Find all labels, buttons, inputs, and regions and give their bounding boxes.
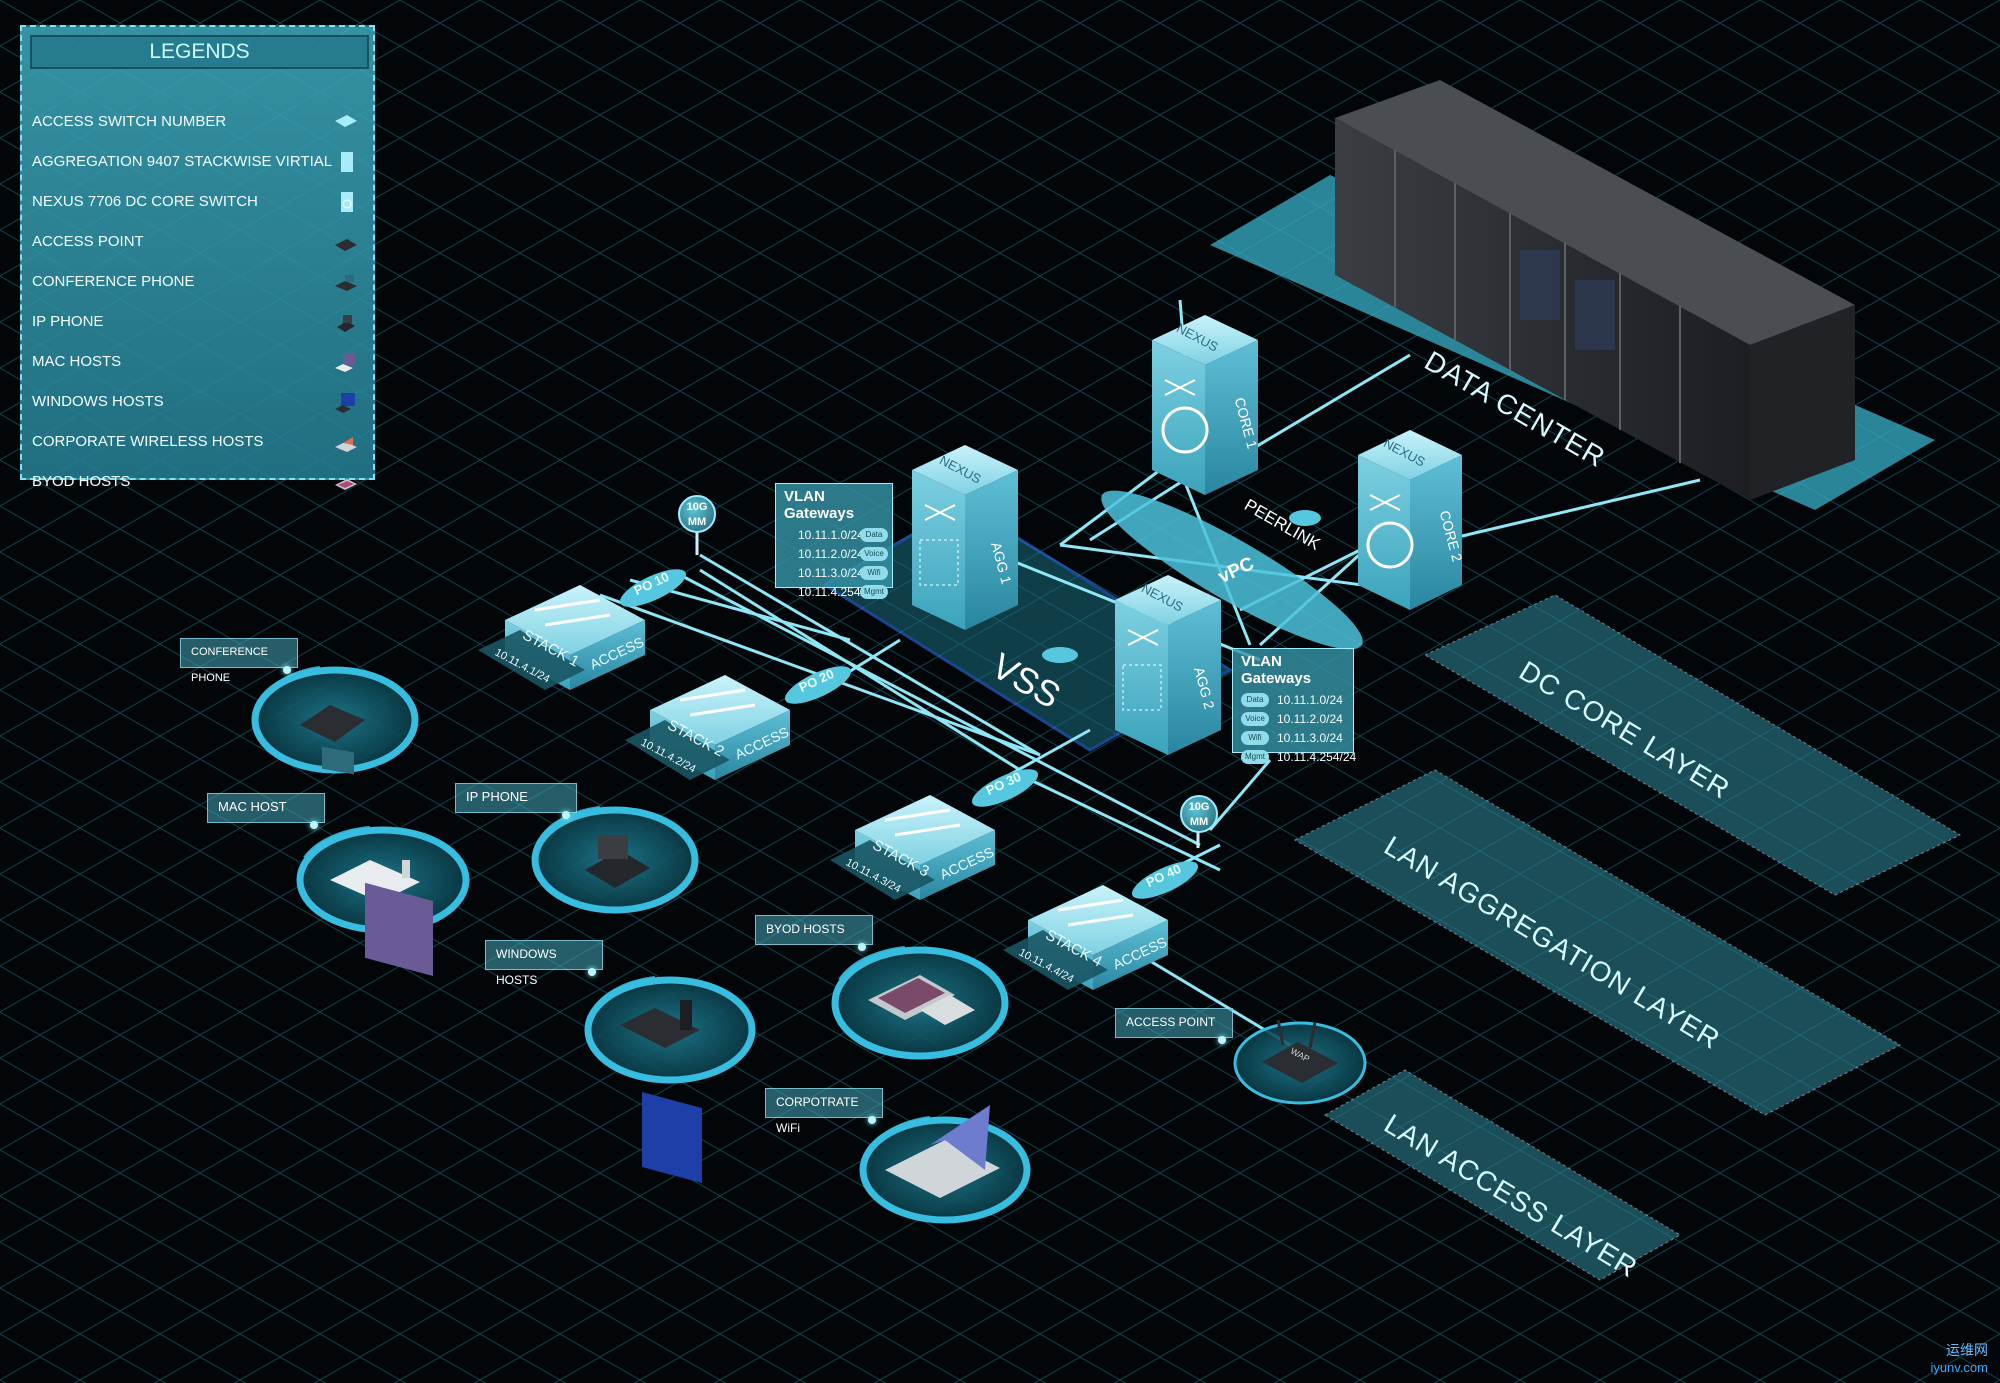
legend-row: CORPORATE WIRELESS HOSTS (30, 425, 365, 459)
legend-label: NEXUS 7706 DC CORE SWITCH (32, 193, 258, 210)
stack-4-switch[interactable] (1003, 885, 1168, 990)
agg-2-switch[interactable] (1115, 575, 1221, 755)
byod-devices (868, 975, 975, 1025)
corporate-wifi-laptop (885, 1105, 1000, 1198)
access-point-tag: ACCESS POINT (1115, 1008, 1233, 1044)
legend-label: MAC HOSTS (32, 353, 122, 370)
legend-row: WINDOWS HOSTS (30, 385, 365, 419)
core-1-switch[interactable] (1152, 315, 1258, 495)
ip-phone-tag: IP PHONE (455, 783, 577, 819)
lan-aggregation-layer-plate (1293, 769, 1902, 1116)
agg-1-switch[interactable] (912, 445, 1018, 630)
core-switch-icon (341, 192, 353, 212)
vlan-title: VLAN Gateways (1241, 653, 1312, 687)
stack-3-switch[interactable] (830, 795, 995, 900)
conference-phone-device (300, 705, 365, 775)
windows-host-device (620, 1000, 702, 1184)
mac-host-device (330, 860, 433, 977)
legend-row: MAC HOSTS (30, 345, 365, 379)
access-point-icon (335, 239, 357, 251)
server-rack-row (1335, 80, 1855, 500)
mac-host-tag: MAC HOST (207, 793, 325, 829)
legend-label: ACCESS POINT (32, 233, 144, 250)
aggregation-switch-icon (341, 152, 353, 172)
vlan-title: VLAN Gateways (784, 488, 855, 522)
ip-phone-icon (337, 315, 355, 332)
dc-core-layer-plate (1423, 594, 1962, 896)
legend-label: WINDOWS HOSTS (32, 393, 164, 410)
stack-2-switch[interactable] (625, 675, 790, 780)
wap-device[interactable] (1262, 1019, 1338, 1083)
windows-host-icon (335, 393, 355, 413)
laptop-icon (335, 437, 357, 452)
legend-row: IP PHONE (30, 305, 365, 339)
legend-row: ACCESS POINT (30, 225, 365, 259)
conference-phone-icon (335, 275, 357, 291)
legend-row: ACCESS SWITCH NUMBER (30, 105, 365, 139)
legend-label: AGGREGATION 9407 STACKWISE VIRTIAL (32, 153, 333, 170)
corporate-wifi-tag: CORPOTRATE WiFi (765, 1088, 883, 1135)
legend-panel: LEGENDS ACCESS SWITCH NUMBER AGGREGATION… (20, 25, 375, 490)
vpc-ellipse (1101, 490, 1363, 650)
ip-phone-device (585, 835, 650, 888)
legend-title: LEGENDS (30, 35, 369, 69)
tablet-icon (335, 479, 357, 490)
byod-hosts-tag: BYOD HOSTS (755, 915, 873, 951)
legend-label: ACCESS SWITCH NUMBER (32, 113, 227, 130)
conference-phone-tag: CONFERENCE PHONE (180, 638, 298, 684)
legend-label: CORPORATE WIRELESS HOSTS (32, 433, 264, 450)
legend-row: AGGREGATION 9407 STACKWISE VIRTIAL (30, 145, 365, 179)
legend-row: CONFERENCE PHONE (30, 265, 365, 299)
legend-label: BYOD HOSTS (32, 473, 131, 490)
legend-label: CONFERENCE PHONE (32, 273, 195, 290)
core-2-switch[interactable] (1358, 430, 1462, 610)
stack-1-switch[interactable] (478, 585, 645, 690)
watermark: 运维网 iyunv.com (1930, 1342, 1988, 1375)
mac-host-icon (335, 353, 355, 372)
legend-row: NEXUS 7706 DC CORE SWITCH (30, 185, 365, 219)
legend-row: BYOD HOSTS (30, 465, 365, 499)
windows-hosts-tag: WINDOWS HOSTS (485, 940, 603, 987)
lan-access-layer-plate (1324, 1069, 1681, 1281)
access-switch-icon (335, 115, 357, 127)
legend-label: IP PHONE (32, 313, 104, 330)
